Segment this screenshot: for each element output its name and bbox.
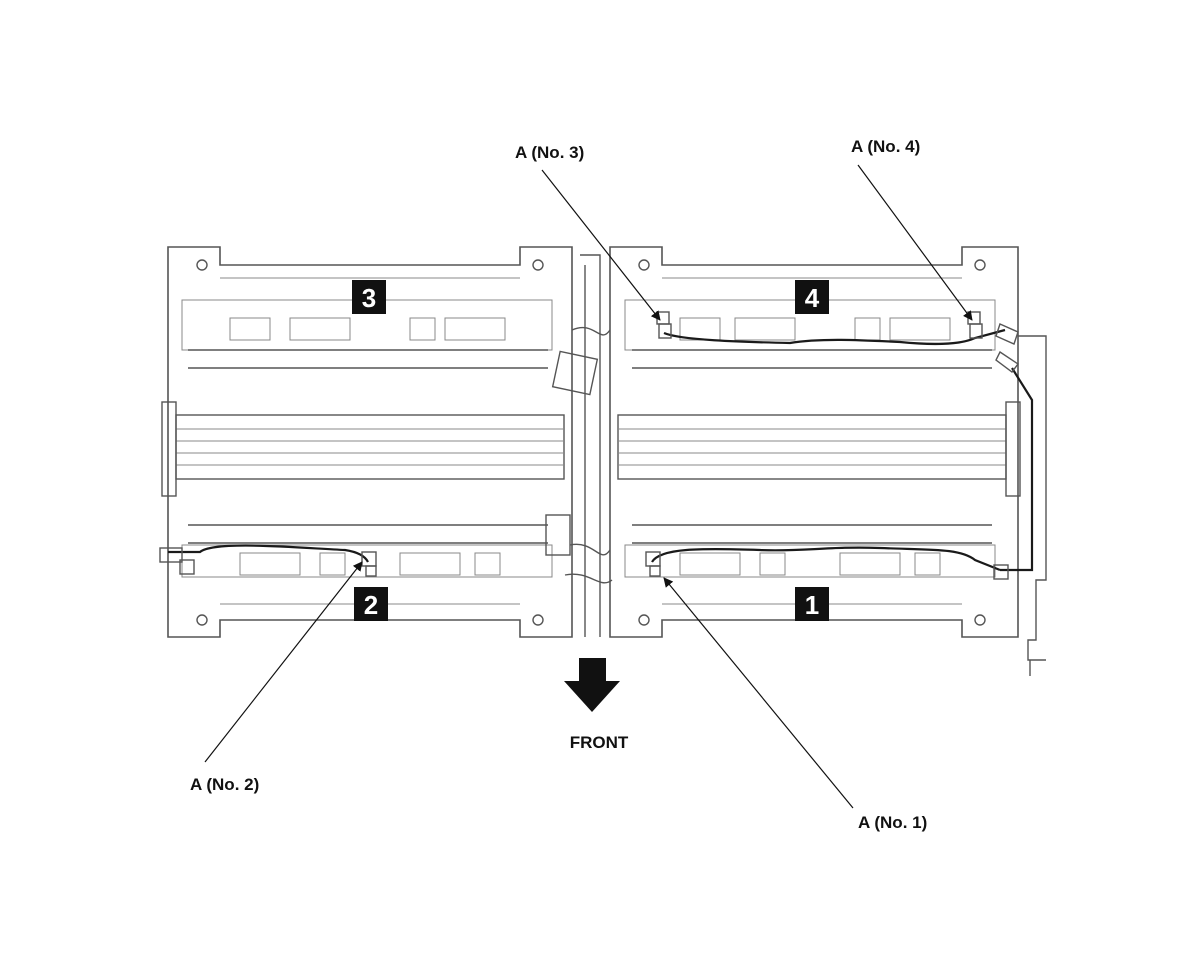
down-arrow-icon — [564, 658, 620, 712]
module-badge-4: 4 — [795, 280, 829, 314]
callout-label-no3: A (No. 3) — [515, 143, 584, 162]
temp-sensor-no1 — [645, 551, 661, 577]
leader-line-no4 — [857, 164, 973, 321]
module-badge-3: 3 — [352, 280, 386, 314]
callout-label-no2: A (No. 2) — [190, 775, 259, 794]
module-number-2: 2 — [364, 590, 378, 620]
module-number-1: 1 — [805, 590, 819, 620]
temp-sensor-no2 — [361, 551, 377, 577]
callout-label-no4: A (No. 4) — [851, 137, 920, 156]
callout-label-no1: A (No. 1) — [858, 813, 927, 832]
sensor-harness-right-upper — [663, 323, 1020, 373]
leader-line-no3 — [541, 169, 661, 321]
center-channel — [545, 254, 613, 637]
module-number-4: 4 — [805, 283, 820, 313]
module-badge-1: 1 — [795, 587, 829, 621]
right-module-assembly — [609, 246, 1047, 676]
sensor-harness-right-lower — [651, 367, 1034, 580]
front-direction-label: FRONT — [570, 733, 629, 752]
left-module-assembly — [161, 246, 573, 638]
module-number-3: 3 — [362, 283, 376, 313]
module-badge-2: 2 — [354, 587, 388, 621]
leader-line-no2 — [204, 561, 363, 763]
leader-line-no1 — [663, 577, 854, 809]
